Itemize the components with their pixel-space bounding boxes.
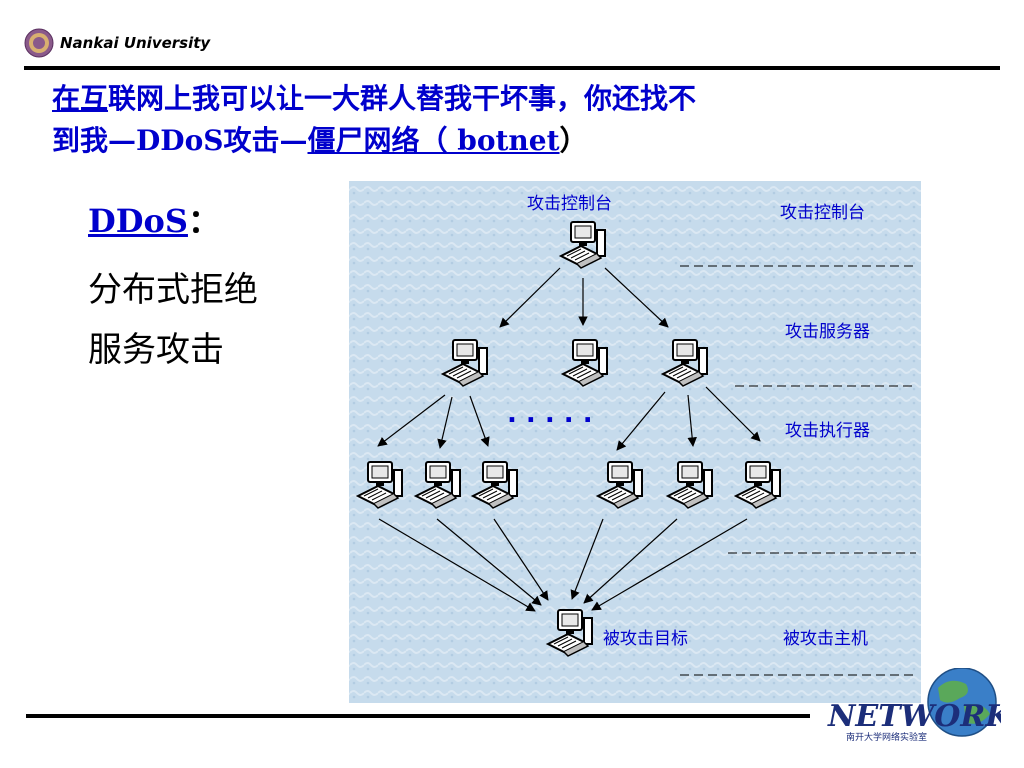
ddos-definition-line2: 服务攻击 — [88, 330, 224, 370]
title-underlined-part: 在互 — [52, 82, 109, 115]
ddos-diagram: 攻击控制台 攻击控制台 攻击服务器 攻击执行器 被攻击目标 被攻击主机 . . … — [349, 181, 921, 703]
ellipsis-dots: . . . . . — [507, 399, 593, 429]
label-attack-server: 攻击服务器 — [785, 322, 870, 342]
ddos-heading: DDoS： — [88, 196, 220, 242]
university-name: Nankai University — [60, 34, 211, 52]
bottom-divider — [26, 714, 810, 718]
title-dash: — — [108, 124, 137, 157]
network-lab-caption: 南开大学网络实验室 — [846, 731, 927, 743]
arrows-console-to-servers — [499, 267, 669, 328]
network-brand-text: NETWORK — [827, 699, 1001, 734]
title-line2-prefix: 到我 — [52, 124, 109, 157]
title-line1: 联网上我可以让一大群人替我干坏事，你还找不 — [108, 82, 697, 115]
label-attack-console: 攻击控制台 — [780, 203, 865, 223]
label-attacked-host: 被攻击主机 — [783, 629, 868, 649]
ddos-colon: ： — [187, 202, 220, 240]
label-attack-target: 被攻击目标 — [603, 629, 688, 649]
title-botnet: 僵尸网络（ botnet — [307, 124, 560, 157]
label-attack-executor: 攻击执行器 — [785, 421, 870, 441]
diagram-background — [349, 181, 921, 703]
title-close-paren: ） — [559, 124, 588, 157]
ddos-definition-line1: 分布式拒绝 — [88, 270, 258, 310]
ddos-term: DDoS — [88, 202, 188, 240]
slide-title: 在互联网上我可以让一大群人替我干坏事，你还找不 到我—DDoS攻击—僵尸网络（ … — [52, 78, 982, 162]
arrows-servers-to-executors — [377, 386, 761, 451]
title-attack: 攻击 — [223, 124, 280, 157]
university-seal-icon — [24, 28, 54, 58]
top-divider — [24, 66, 1000, 70]
network-lab-logo: NETWORK 南开大学网络实验室 — [827, 668, 1001, 743]
title-ddos: DDoS — [136, 124, 224, 157]
title-dash: — — [279, 124, 308, 157]
label-console-top: 攻击控制台 — [527, 194, 612, 214]
arrows-executors-to-target — [378, 518, 748, 612]
